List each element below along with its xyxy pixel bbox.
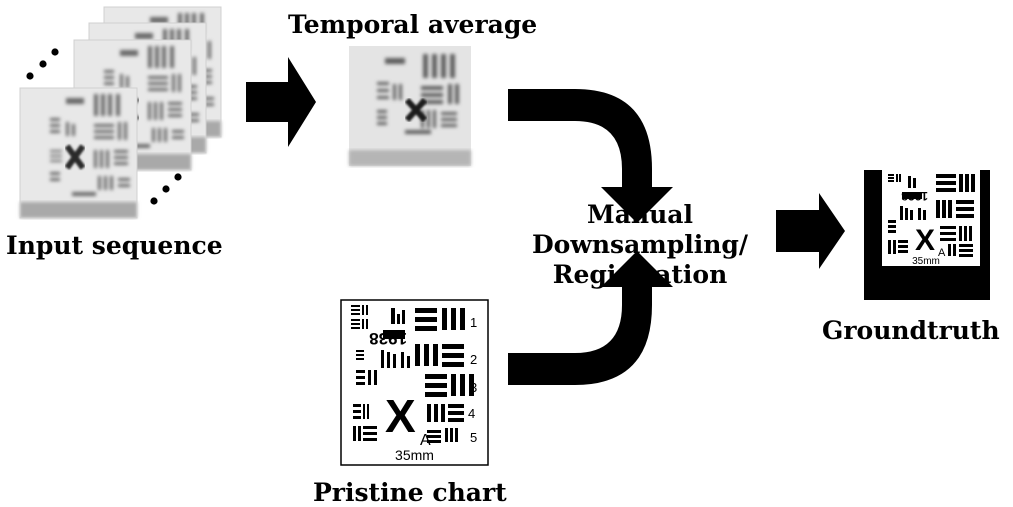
- groundtruth-year: 1938: [901, 189, 928, 203]
- arrow-registration-to-groundtruth: [776, 193, 845, 269]
- ellipsis-dots-bottom: [150, 173, 182, 205]
- arrow-input-to-average: [246, 57, 316, 147]
- pristine-year: 1938: [369, 329, 407, 348]
- pristine-corner-letter: A: [420, 432, 431, 449]
- groundtruth-image: 1938 X A 35mm: [864, 170, 990, 300]
- pristine-num-1: 1: [470, 315, 477, 330]
- pristine-scale: 35mm: [395, 447, 434, 463]
- manual-label-line3: Registration: [552, 260, 728, 289]
- groundtruth-label: Groundtruth: [822, 316, 1000, 345]
- pristine-num-5: 5: [470, 430, 477, 445]
- temporal-average-label: Temporal average: [288, 10, 538, 39]
- manual-label-line2: Downsampling/: [531, 230, 749, 259]
- ellipsis-dots-top: [26, 48, 59, 80]
- frame-1: [20, 88, 137, 218]
- pristine-num-4: 4: [468, 406, 475, 421]
- groundtruth-scale: 35mm: [912, 256, 940, 267]
- pristine-num-3: 3: [470, 380, 477, 395]
- pristine-num-2: 2: [470, 352, 477, 367]
- manual-label-line1: Manual: [587, 200, 693, 229]
- curved-arrow-from-average: [508, 89, 673, 223]
- groundtruth-center-letter: X: [915, 224, 935, 257]
- pristine-chart: 1938 X A 35mm 1 2 3 4 5: [340, 299, 489, 466]
- curved-arrow-from-pristine: [508, 251, 673, 385]
- groundtruth-corner-letter: A: [938, 247, 946, 259]
- pristine-center-letter: X: [385, 390, 416, 442]
- manual-registration-label: Manual Downsampling/ Registration: [520, 200, 760, 290]
- input-sequence-stack: [20, 7, 221, 218]
- temporal-average-frame: [349, 46, 471, 166]
- input-sequence-label: Input sequence: [6, 231, 223, 260]
- pristine-chart-label: Pristine chart: [313, 478, 507, 507]
